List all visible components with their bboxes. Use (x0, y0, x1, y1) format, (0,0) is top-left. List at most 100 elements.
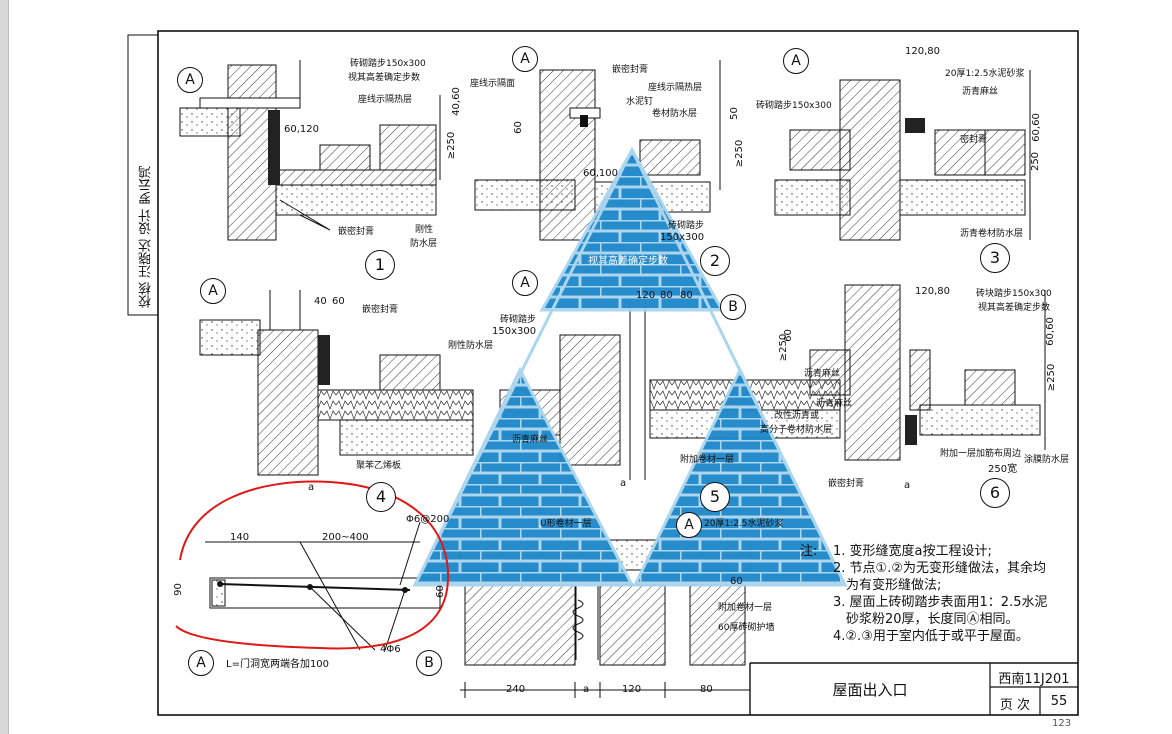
detail-2-ref-a: A (512, 46, 538, 72)
detail-6-label: 涂膜防水层 (1024, 455, 1070, 465)
detail-5-dim: 120 (636, 290, 656, 301)
page-number-cut: 123 (1052, 718, 1072, 729)
detail-5-label: 高分子卷材防水层 (760, 425, 833, 435)
detail-5-label: 60厚砖砌护墙 (718, 623, 775, 633)
detail-2-dim: 50 (728, 107, 740, 120)
detail-4-label: 嵌密封膏 (362, 305, 399, 315)
review-signature-strip: 校核 汪晓达 设计 罗云鸿 (139, 165, 154, 308)
note-line: 3. 屋面上砖砌踏步表面用1：2.5水泥 (833, 595, 1048, 610)
section-a-rebar-label: Φ6@200 (406, 514, 450, 525)
detail-1-dim: 40,60 (450, 87, 462, 116)
section-a-dim: 140 (230, 532, 250, 543)
detail-1-label: 视其高差确定步数 (348, 73, 421, 83)
sheet-title: 屋面出入口 (832, 681, 908, 699)
detail-5-label: 砖砌踏步 (500, 315, 537, 325)
detail-3-label: 沥青麻丝 (962, 87, 999, 97)
detail-6-label: 沥青麻丝 (816, 399, 853, 409)
detail-1-label: 嵌密封膏 (338, 227, 375, 237)
detail-5-label: 附加卷材一层 (680, 455, 735, 465)
detail-1-linework (179, 60, 441, 241)
detail-5-label: 20厚1:2.5水泥砂浆 (704, 519, 784, 529)
title-block-frame (749, 662, 1078, 715)
detail-3-linework (774, 70, 1031, 241)
bottom-dim: 80 (700, 684, 713, 695)
detail-5-ref-b: B (720, 294, 746, 320)
detail-5-number: 5 (700, 482, 730, 512)
detail-2-dim: ≥250 (734, 139, 746, 168)
detail-1-number: 1 (365, 250, 395, 280)
detail-2-number: 2 (700, 246, 730, 276)
detail-6-label: 嵌密封膏 (828, 479, 865, 489)
detail-6-dim: a (904, 480, 911, 491)
detail-4-dim: 60 (332, 296, 345, 307)
detail-4-dim: a (308, 482, 315, 493)
detail-4-dim: 40 (314, 296, 327, 307)
section-a-rebar-label: 4Φ6 (380, 644, 401, 655)
detail-2-label: 卷材防水层 (652, 109, 698, 119)
detail-2-label: 视其高差确定步数 (588, 256, 668, 267)
detail-4-ref-a: A (200, 278, 226, 304)
detail-4-linework (199, 290, 474, 476)
bottom-dim: 240 (506, 684, 526, 695)
detail-2-label: 座线示隔热层 (648, 83, 703, 93)
note-line: 2. 节点①.②为无变形缝做法，其余均 (833, 561, 1046, 576)
viewer-left-edge[interactable] (0, 0, 9, 734)
note-line: 砂浆粉20厚，长度同Ⓐ相同。 (846, 612, 1019, 627)
notes-prefix: 注: (800, 544, 818, 559)
detail-3-label: 沥青卷材防水层 (960, 229, 1024, 239)
detail-5-label: 附加卷材一层 (718, 603, 773, 613)
detail-3-dim: 250 (1030, 151, 1042, 172)
note-line: 为有变形缝做法; (846, 578, 942, 593)
detail-2-dim: 60 (512, 121, 524, 134)
section-a-linework (205, 521, 441, 651)
detail-6-label: 附加一层加筋布周边 (940, 449, 1022, 459)
detail-3-dim: 120,80 (905, 46, 940, 57)
detail-5-label: U形卷材一层 (540, 519, 592, 529)
detail-2-label: 砖砌踏步 (668, 221, 705, 231)
detail-3-label: 20厚1:2.5水泥砂浆 (945, 69, 1025, 79)
bottom-dim: 120 (622, 684, 642, 695)
detail-5-dim: 80 (660, 290, 673, 301)
detail-2-label: 嵌密封膏 (612, 65, 649, 75)
atlas-code: 西南11J201 (998, 672, 1070, 687)
bottom-dim: a (583, 684, 590, 695)
detail-5-ref-a: A (512, 270, 538, 296)
detail-1-label: 刚性 (415, 225, 434, 235)
section-b-ref: B (416, 650, 442, 676)
detail-6-dim: ≥250 (1046, 363, 1058, 392)
note-line: 4.②.③用于室内低于或平于屋面。 (833, 629, 1029, 644)
detail-5-label: 改性沥青或 (774, 411, 820, 421)
detail-3-dim: 60,60 (1030, 113, 1042, 142)
detail-3-number: 3 (980, 243, 1010, 273)
detail-2-label: 水泥钉 (626, 97, 654, 107)
detail-6-number: 6 (980, 478, 1010, 508)
detail-1-dim: 60,120 (284, 124, 319, 135)
detail-5-dim: 60 (782, 329, 794, 342)
detail-1-label: 座线示隔热层 (358, 95, 413, 105)
detail-1-label: 砖砌踏步150x300 (350, 59, 426, 69)
detail-2-label: 座线示隔面 (470, 79, 516, 89)
detail-5-ref-a2: A (676, 512, 702, 538)
detail-6-dim: 120,80 (915, 286, 950, 297)
detail-1-dim: ≥250 (446, 131, 458, 160)
red-annotation-circle (175, 480, 450, 650)
detail-5-dim: 60 (730, 576, 743, 587)
detail-3-label: 密封膏 (960, 135, 988, 145)
detail-4-label: 刚性防水层 (448, 341, 494, 351)
detail-4-number: 4 (366, 482, 396, 512)
section-a-dim: 200~400 (322, 532, 369, 543)
detail-5-dim: a (620, 478, 627, 489)
detail-6-label: 视其高差确定步数 (978, 303, 1051, 313)
detail-3-label: 砖砌踏步150x300 (756, 101, 832, 111)
section-a-dim: 60 (434, 585, 446, 598)
section-a-ref: A (188, 650, 214, 676)
detail-6-label: 250宽 (988, 464, 1018, 475)
detail-1-label: 防水层 (410, 239, 438, 249)
section-a-dim: 90 (172, 583, 184, 596)
detail-5-dim: 80 (680, 290, 693, 301)
detail-5-label: 沥青麻丝 (804, 369, 841, 379)
page-number: 55 (1050, 694, 1068, 709)
